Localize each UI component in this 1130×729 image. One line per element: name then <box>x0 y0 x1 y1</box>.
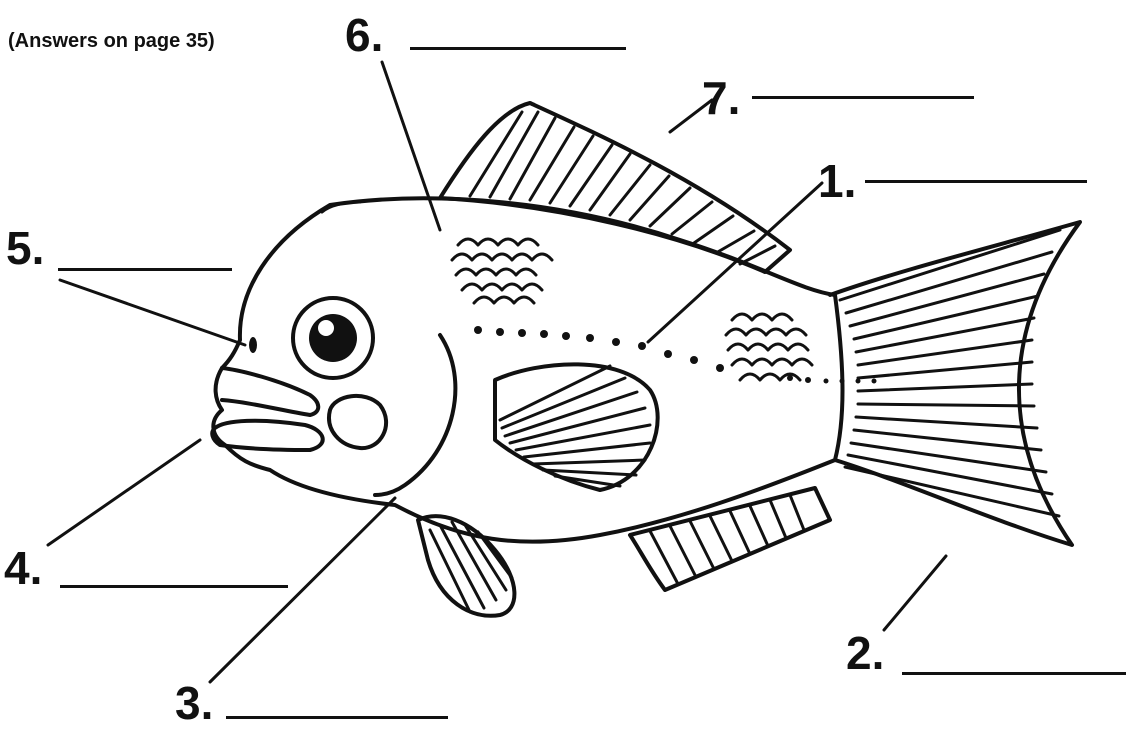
leader-line-7 <box>670 100 712 132</box>
leader-line-2 <box>884 556 946 630</box>
lateral-line <box>474 326 877 384</box>
leader-line-4 <box>48 440 200 545</box>
scale-patch-upper <box>452 239 552 303</box>
scale-patch-lower <box>726 314 812 380</box>
head-top-contour <box>322 202 360 212</box>
leader-line-3 <box>210 498 395 682</box>
nostril <box>249 337 257 353</box>
cheek-patch <box>329 396 386 448</box>
eye <box>293 298 373 378</box>
pelvic-fin <box>418 516 514 616</box>
dorsal-fin <box>440 103 790 272</box>
leader-line-6 <box>382 62 440 230</box>
leader-line-5 <box>60 280 245 345</box>
caudal-fin <box>830 222 1080 545</box>
anal-fin <box>630 488 830 590</box>
pectoral-fin <box>495 364 658 490</box>
mouth <box>212 368 322 450</box>
